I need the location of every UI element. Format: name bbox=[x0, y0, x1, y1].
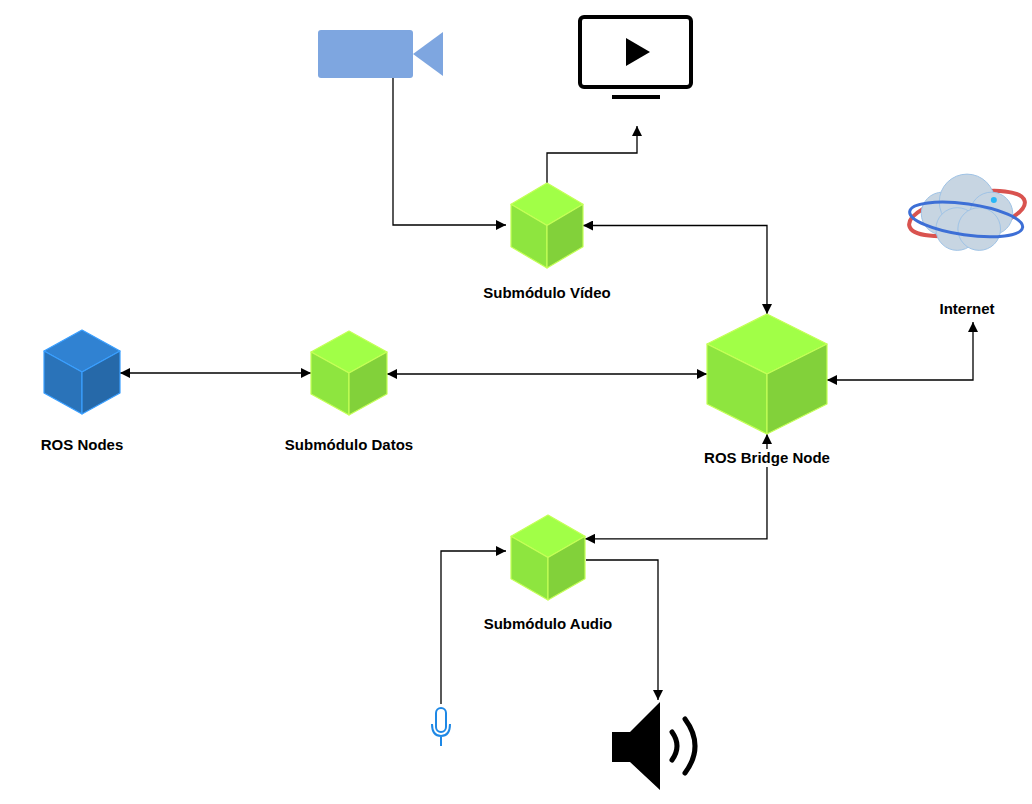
ros-nodes: ROS Nodes bbox=[38, 330, 127, 454]
monitor-wire bbox=[547, 126, 637, 183]
cube-shape bbox=[511, 183, 583, 268]
cube-left bbox=[311, 352, 349, 415]
cube-shape bbox=[707, 314, 827, 434]
cube-left bbox=[511, 204, 547, 268]
node-label: Submódulo Audio bbox=[481, 615, 616, 633]
node-label: Submódulo Datos bbox=[282, 436, 416, 454]
connector bbox=[387, 373, 707, 374]
cube-right bbox=[547, 204, 583, 268]
cloud-puff bbox=[958, 208, 1001, 251]
speaker-waves bbox=[672, 719, 695, 773]
cube-left bbox=[511, 536, 548, 600]
camera-lens bbox=[413, 32, 443, 76]
ros-bridge-node: ROS Bridge Node bbox=[701, 314, 833, 467]
node-label: ROS Nodes bbox=[38, 436, 127, 454]
cube-shape bbox=[44, 330, 120, 414]
cloud-spark bbox=[991, 197, 997, 203]
play-symbol bbox=[626, 38, 650, 66]
speaker-icon bbox=[612, 702, 660, 790]
cube-right bbox=[548, 536, 585, 600]
camera-icon bbox=[318, 30, 413, 78]
orbit-ring bbox=[908, 196, 1025, 243]
cube-outline bbox=[44, 330, 120, 414]
cube-outline bbox=[511, 515, 585, 600]
audio-submodule: Submódulo Audio bbox=[481, 515, 616, 633]
connector bbox=[120, 372, 311, 373]
cube-shape bbox=[311, 331, 387, 415]
internet-cloud: Internet bbox=[906, 165, 1028, 318]
video-submodule: Submódulo Vídeo bbox=[480, 183, 614, 302]
connector bbox=[827, 322, 973, 380]
cube-left bbox=[44, 351, 82, 414]
cloud-outline bbox=[906, 165, 1028, 262]
node-label: Internet bbox=[936, 300, 997, 318]
cube-outline bbox=[707, 314, 827, 434]
cube-right bbox=[349, 352, 387, 415]
node-label: ROS Bridge Node bbox=[701, 449, 833, 467]
microphone-icon bbox=[436, 708, 446, 732]
cloud-icon bbox=[905, 174, 1028, 250]
cube-left bbox=[707, 344, 767, 434]
cube-outline bbox=[511, 183, 583, 268]
camera-wire bbox=[393, 78, 506, 225]
node-label: Submódulo Vídeo bbox=[480, 284, 614, 302]
cube-shape bbox=[511, 515, 585, 600]
cube-right bbox=[82, 351, 120, 414]
cube-outline bbox=[311, 331, 387, 415]
data-submodule: Submódulo Datos bbox=[282, 331, 416, 454]
cube-right bbox=[767, 344, 827, 434]
cloud-shape bbox=[906, 165, 1028, 262]
monitor-stand bbox=[612, 95, 660, 99]
monitor-icon bbox=[580, 17, 691, 87]
microphone-stand bbox=[432, 724, 450, 746]
